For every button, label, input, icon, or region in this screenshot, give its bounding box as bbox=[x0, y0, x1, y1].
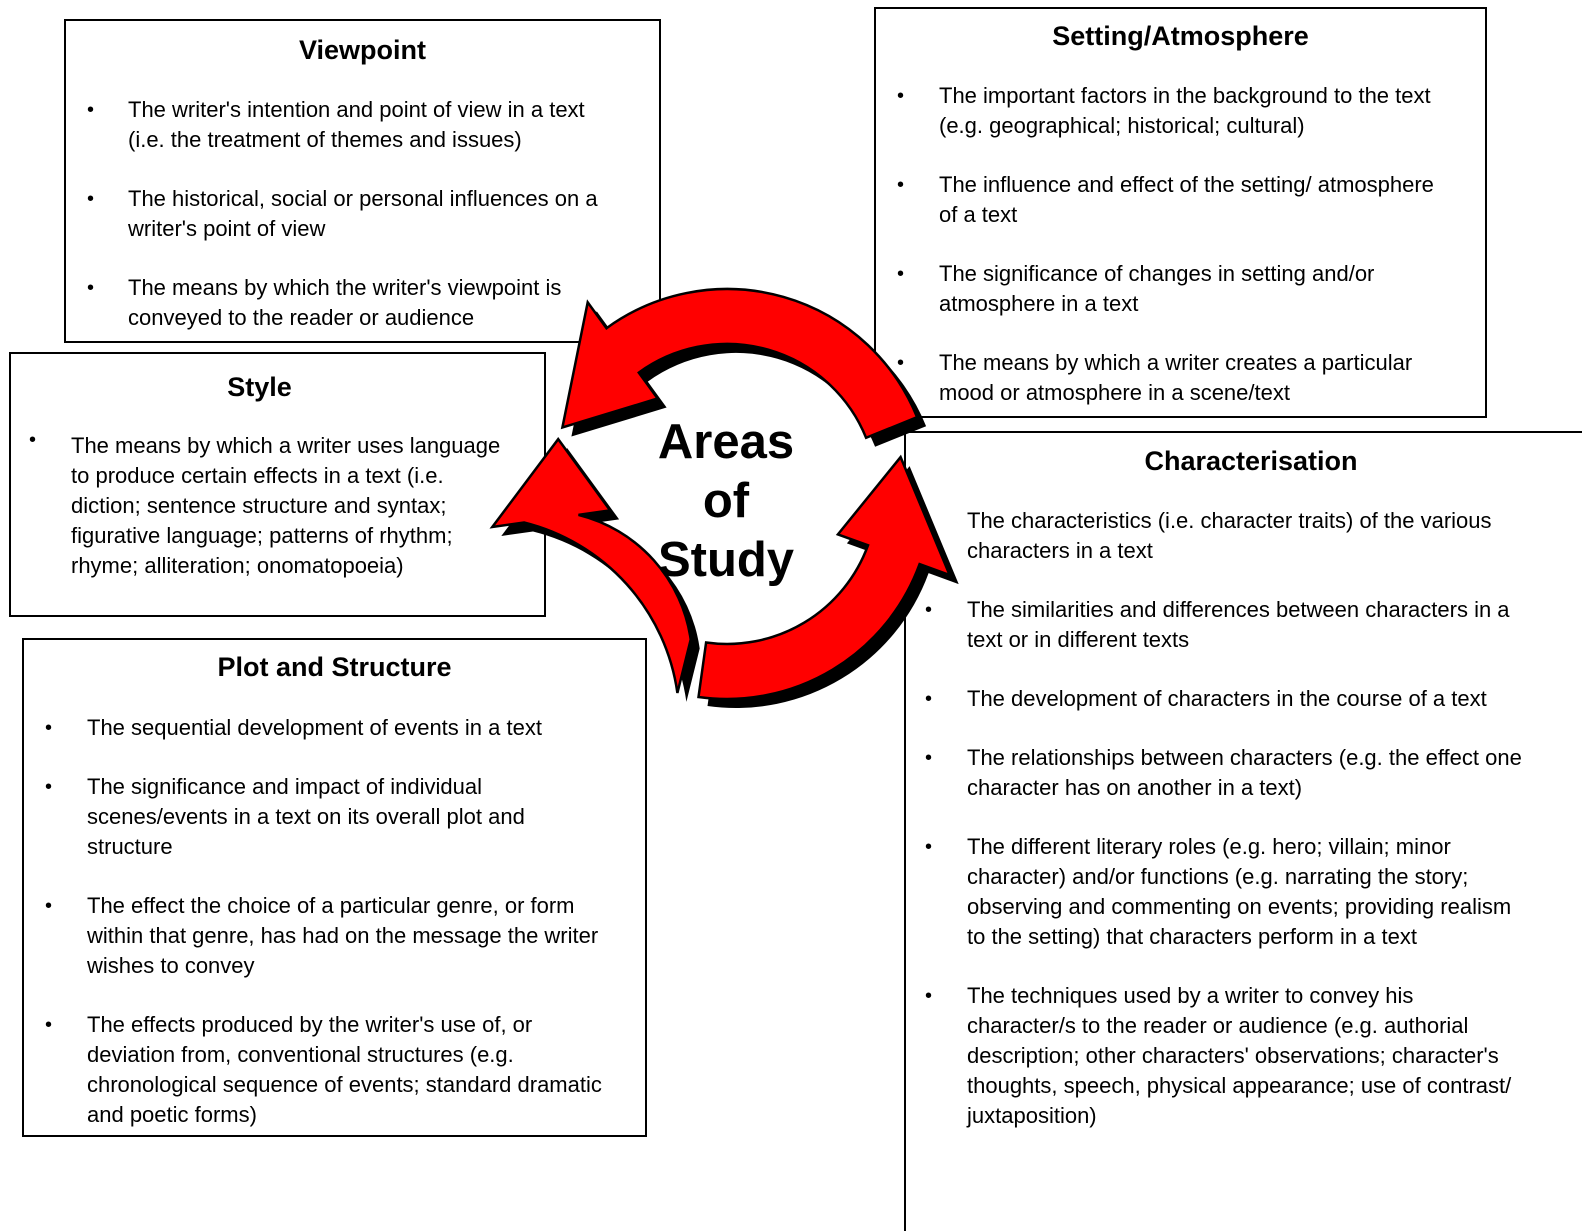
bullet-icon: • bbox=[925, 836, 933, 858]
setting-item-3: The significance of changes in setting a… bbox=[939, 261, 1375, 316]
bullet-icon: • bbox=[925, 599, 933, 621]
plot-structure-box: Plot and Structure • The sequential devel… bbox=[22, 638, 647, 1137]
characterisation-background bbox=[904, 431, 1582, 1201]
center-label-line-1: Areas bbox=[657, 415, 795, 469]
list-item: • The effect the choice of a particular g… bbox=[24, 891, 645, 981]
list-item: • The means by which a writer creates a p… bbox=[876, 348, 1485, 408]
cycle-arrow-left bbox=[489, 436, 692, 694]
list-item: • The writer's intention and point of vie… bbox=[66, 95, 659, 155]
setting-atmosphere-title: Setting/Atmosphere bbox=[1052, 21, 1309, 51]
plot-list: • The sequential development of events in… bbox=[24, 713, 645, 1130]
characterisation-item-5: The different literary roles (e.g. hero;… bbox=[967, 834, 1512, 949]
characterisation-item-2: The similarities and differences between… bbox=[967, 597, 1510, 652]
bullet-icon: • bbox=[925, 985, 933, 1007]
list-item: • The techniques used by a writer to conv… bbox=[906, 981, 1525, 1131]
bullet-icon: • bbox=[925, 747, 933, 769]
characterisation-item-3: The development of characters in the cou… bbox=[967, 686, 1487, 711]
list-item: • The influence and effect of the setting… bbox=[876, 170, 1485, 230]
setting-item-1: The important factors in the background … bbox=[939, 83, 1431, 138]
viewpoint-list: • The writer's intention and point of vie… bbox=[66, 95, 659, 333]
bullet-icon: • bbox=[45, 1014, 53, 1036]
plot-item-1: The sequential development of events in … bbox=[87, 715, 542, 740]
style-item-1: The means by which a writer uses languag… bbox=[71, 433, 501, 578]
list-item: • The development of characters in the co… bbox=[906, 684, 1525, 714]
bullet-icon: • bbox=[29, 429, 37, 451]
characterisation-box: Characterisation • The characteristics (i… bbox=[904, 431, 1582, 1231]
cycle-arrow-top bbox=[560, 287, 919, 440]
viewpoint-item-3: The means by which the writer's viewpoin… bbox=[128, 275, 562, 330]
bullet-icon: • bbox=[87, 188, 95, 210]
bullet-icon: • bbox=[897, 352, 905, 374]
viewpoint-box: Viewpoint • The writer's intention and po… bbox=[64, 19, 661, 343]
list-item: • The effects produced by the writer's us… bbox=[24, 1010, 645, 1130]
list-item: • The means by which a writer uses langua… bbox=[11, 429, 544, 581]
bullet-icon: • bbox=[897, 85, 905, 107]
setting-item-4: The means by which a writer creates a pa… bbox=[939, 350, 1413, 405]
viewpoint-title: Viewpoint bbox=[298, 35, 426, 65]
setting-atmosphere-box: Setting/Atmosphere • The important factor… bbox=[874, 7, 1487, 418]
viewpoint-item-2: The historical, social or personal influ… bbox=[128, 186, 598, 241]
list-item: •The characteristics (i.e. character tra… bbox=[906, 506, 1525, 566]
bullet-icon: • bbox=[925, 688, 933, 710]
plot-item-3: The effect the choice of a particular ge… bbox=[87, 893, 599, 978]
bullet-icon: • bbox=[897, 174, 905, 196]
list-item: • The important factors in the background… bbox=[876, 81, 1485, 141]
center-label-line-2: of bbox=[702, 474, 750, 528]
list-item: • The means by which the writer's viewpoi… bbox=[66, 273, 659, 333]
list-item: • The relationships between characters (e… bbox=[906, 743, 1525, 803]
list-item: • The significance of changes in setting … bbox=[876, 259, 1485, 319]
style-title: Style bbox=[227, 372, 292, 402]
setting-list: • The important factors in the background… bbox=[876, 81, 1485, 408]
style-box: Style • The means by which a writer uses … bbox=[9, 352, 546, 617]
style-list: • The means by which a writer uses langua… bbox=[11, 429, 544, 581]
bullet-icon: • bbox=[45, 895, 53, 917]
bullet-icon: • bbox=[87, 99, 95, 121]
characterisation-title: Characterisation bbox=[1144, 446, 1358, 476]
plot-structure-title: Plot and Structure bbox=[217, 652, 452, 682]
list-item: • The sequential development of events in… bbox=[24, 713, 645, 743]
plot-item-4: The effects produced by the writer's use… bbox=[87, 1012, 602, 1127]
center-label-line-3: Study bbox=[657, 533, 795, 587]
bullet-icon: • bbox=[45, 776, 53, 798]
bullet-icon: • bbox=[897, 263, 905, 285]
plot-item-2: The significance and impact of individua… bbox=[87, 774, 525, 859]
cycle-arrows-graphic bbox=[489, 287, 959, 708]
bullet-icon: • bbox=[87, 277, 95, 299]
areas-of-study-label: Areas of Study bbox=[626, 413, 826, 590]
characterisation-item-6: The techniques used by a writer to conve… bbox=[967, 983, 1512, 1128]
setting-item-2: The influence and effect of the setting/… bbox=[939, 172, 1434, 227]
characterisation-item-1: The characteristics (i.e. character trai… bbox=[967, 508, 1492, 563]
list-item: • The different literary roles (e.g. hero… bbox=[906, 832, 1525, 952]
characterisation-item-4: The relationships between characters (e.… bbox=[967, 745, 1522, 800]
list-item: • The significance and impact of individu… bbox=[24, 772, 645, 862]
cycle-arrow-right bbox=[697, 454, 952, 701]
viewpoint-item-1: The writer's intention and point of view… bbox=[128, 97, 585, 152]
bullet-icon: • bbox=[45, 717, 53, 739]
list-item: • The historical, social or personal infl… bbox=[66, 184, 659, 244]
characterisation-list: • The characteristics (i.e. character tra… bbox=[906, 506, 1582, 1131]
list-item: • The similarities and differences betwee… bbox=[906, 595, 1525, 655]
